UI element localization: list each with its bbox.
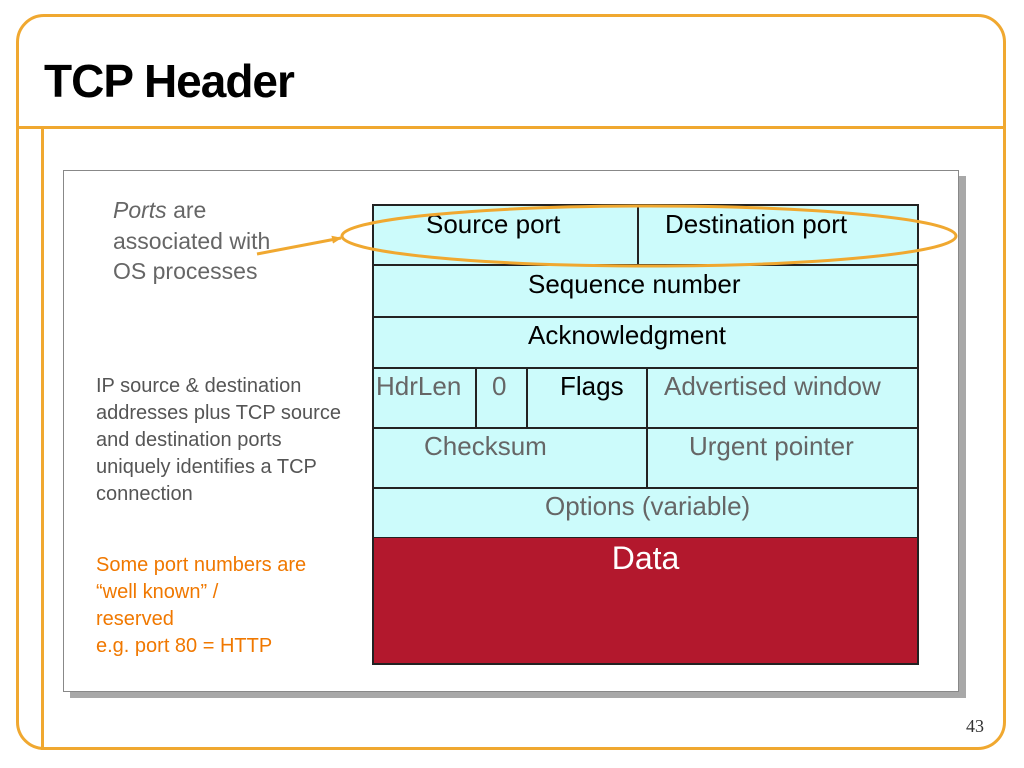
ports-note-text: are associated with OS processes (113, 197, 271, 284)
options-field: Options (variable) (545, 491, 751, 521)
row-divider (374, 427, 917, 429)
row-divider (374, 487, 917, 489)
ports-note-italic: Ports (113, 197, 167, 223)
data-payload: Data (374, 538, 917, 663)
row4-divider (526, 367, 528, 427)
tcp-header-diagram: Source port Destination port Sequence nu… (372, 204, 919, 665)
slide-title: TCP Header (44, 55, 295, 107)
row1-divider (637, 206, 639, 264)
left-divider (41, 126, 44, 750)
sequence-number-field: Sequence number (528, 269, 741, 299)
page-number: 43 (966, 716, 984, 736)
well-known-line-1: Some port numbers are (96, 554, 307, 576)
well-known-line-3: reserved (96, 608, 174, 630)
data-label: Data (611, 540, 680, 576)
flags-field: Flags (560, 371, 624, 401)
checksum-field: Checksum (424, 431, 547, 461)
well-known-line-2: “well known” / (96, 581, 219, 603)
row-divider (374, 367, 917, 369)
ports-note: Ports are associated with OS processes (113, 195, 273, 287)
connection-note: IP source & destination addresses plus T… (96, 375, 341, 505)
urgent-pointer-field: Urgent pointer (689, 431, 854, 461)
acknowledgment-field: Acknowledgment (528, 320, 726, 350)
advertised-window-field: Advertised window (664, 371, 881, 401)
row4-divider (475, 367, 477, 427)
title-divider (16, 126, 1006, 129)
row-divider (374, 316, 917, 318)
reserved-zero-field: 0 (492, 371, 507, 401)
well-known-note: Some port numbers are “well known” / res… (96, 552, 356, 660)
annotation-arrow (256, 235, 342, 256)
port-highlight-ellipse (340, 204, 958, 268)
well-known-line-4: e.g. port 80 = HTTP (96, 635, 273, 657)
destination-port-field: Destination port (665, 209, 848, 239)
hdrlen-field: HdrLen (376, 371, 462, 401)
slide-frame (16, 14, 1006, 750)
